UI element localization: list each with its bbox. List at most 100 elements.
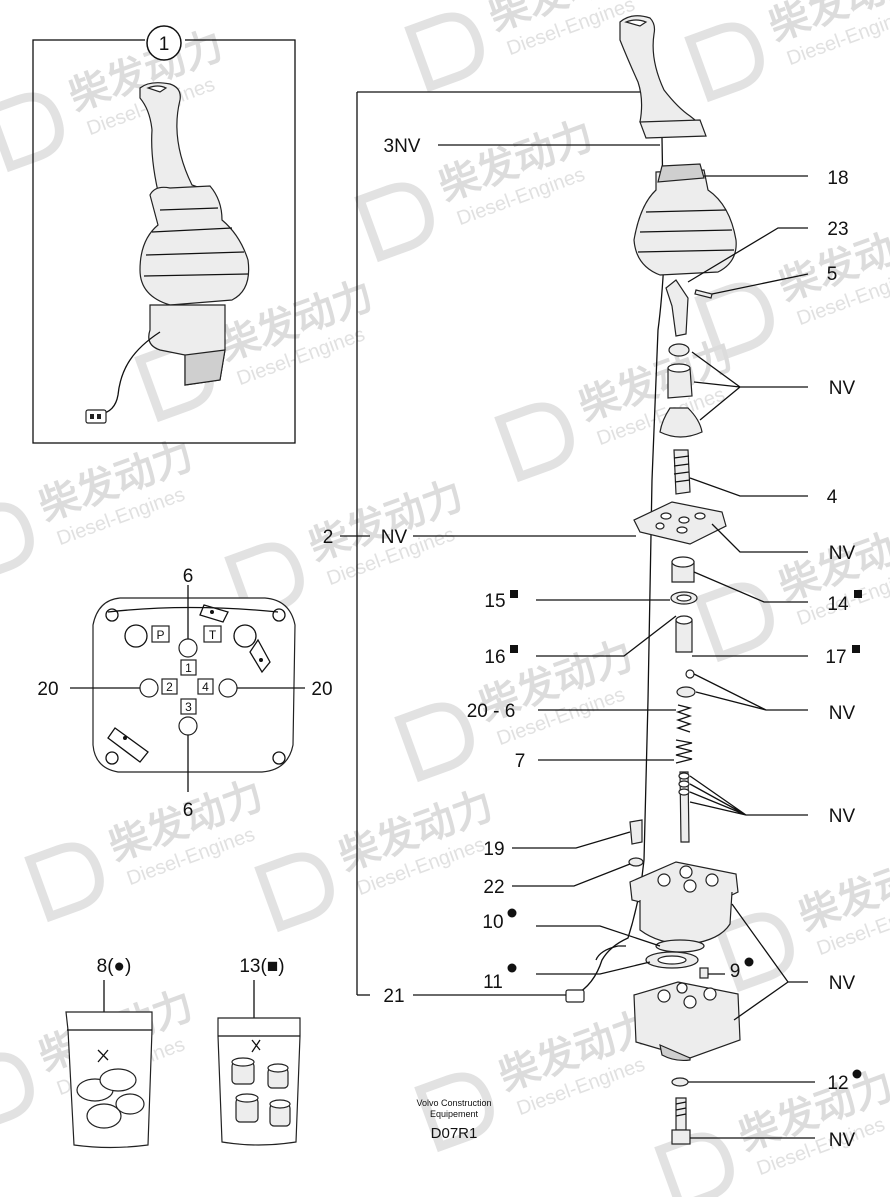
label-5: 5 xyxy=(827,264,838,285)
port-t-hole xyxy=(233,624,257,648)
valve-face-outline xyxy=(92,597,296,773)
label-nv-c: NV xyxy=(829,703,856,724)
dot-mark-icon xyxy=(852,1069,862,1079)
bag-8-label: 8(●) xyxy=(97,956,132,977)
watermark-logo-icon xyxy=(394,702,474,783)
label-12: 12 xyxy=(827,1073,848,1094)
watermark-logo-icon xyxy=(404,12,484,93)
square-mark-icon xyxy=(854,590,862,598)
label-21: 21 xyxy=(383,986,404,1007)
port-p-tag xyxy=(151,625,170,643)
handle-part xyxy=(619,15,707,139)
seal-ring-icon xyxy=(99,1068,137,1092)
watermark-logo-icon xyxy=(694,582,774,663)
callout-1-label: 1 xyxy=(159,34,170,55)
mounting-hole-icon xyxy=(272,751,286,765)
watermark-tile: 柴发动力 Diesel-Engines xyxy=(654,1063,890,1197)
washer-22-part xyxy=(628,857,644,867)
spring-20-6-part xyxy=(675,704,693,733)
watermark-tile: 柴发动力 Diesel-Engines xyxy=(494,333,739,483)
mounting-hole-icon xyxy=(105,751,119,765)
label-9: 9 xyxy=(730,961,741,982)
watermark-tile: 柴发动力 Diesel-Engines xyxy=(224,473,469,623)
watermark-logo-icon xyxy=(24,842,104,923)
label-15: 15 xyxy=(484,591,505,612)
label-4: 4 xyxy=(827,487,838,508)
spring-7-part xyxy=(675,739,693,764)
kit-bag-8: 8(●) xyxy=(65,956,153,1149)
cover-plate-part xyxy=(633,501,727,545)
kit-bag-13: 13(■) xyxy=(217,956,301,1146)
spring-seat-part xyxy=(676,686,696,698)
label-7: 7 xyxy=(515,751,526,772)
mounting-hole-icon xyxy=(105,608,119,622)
watermark-logo-icon xyxy=(494,402,574,483)
screw-19-part xyxy=(629,819,643,845)
maker-line-1: Volvo Construction xyxy=(416,1098,491,1108)
watermark-logo-icon xyxy=(714,912,794,993)
port-2-tag xyxy=(161,678,178,695)
label-10: 10 xyxy=(482,912,503,933)
port-3-tag xyxy=(180,698,197,715)
plunger-bracket-part xyxy=(665,279,689,337)
label-16: 16 xyxy=(484,647,505,668)
valve-bottom-label: 6 xyxy=(183,800,194,821)
lower-housing-part xyxy=(633,981,741,1062)
watermark-logo-icon xyxy=(254,852,334,933)
connector-plug-icon xyxy=(85,409,107,424)
watermark-logo-icon xyxy=(684,22,764,103)
valve-face-view: P T 1 2 4 3 6 6 20 20 xyxy=(37,566,332,821)
bag-13-label: 13(■) xyxy=(239,956,284,977)
label-22: 22 xyxy=(483,877,504,898)
label-nv-b: NV xyxy=(829,543,856,564)
dot-mark-icon xyxy=(507,963,517,973)
sleeve-17-part xyxy=(675,619,693,653)
seal-ring-icon xyxy=(86,1103,122,1129)
label-nv-e: NV xyxy=(829,973,856,994)
leader-lines xyxy=(413,144,815,1139)
port-1-tag xyxy=(180,659,197,676)
port-t-label: T xyxy=(209,628,217,642)
spring-pin-part xyxy=(694,289,713,299)
label-23: 23 xyxy=(827,219,848,240)
port-1-label: 1 xyxy=(185,661,192,675)
label-nv-f: NV xyxy=(829,1130,856,1151)
watermark-logo-icon xyxy=(224,542,304,623)
mounting-hole-icon xyxy=(272,608,286,622)
label-17: 17 xyxy=(825,647,846,668)
watermark-logo-icon xyxy=(414,1072,494,1153)
label-3nv: 3NV xyxy=(384,136,421,157)
watermark-logo-icon xyxy=(0,502,34,583)
port-1-hole xyxy=(178,638,198,658)
oring-12-part xyxy=(671,1077,689,1087)
drawing-code: D07R1 xyxy=(431,1125,478,1142)
watermark-logo-icon xyxy=(654,1132,734,1197)
square-mark-icon xyxy=(510,645,518,653)
watermark-tile: 柴发动力 Diesel-Engines xyxy=(684,0,890,103)
washer-part xyxy=(668,343,690,357)
label-20-6: 20 - 6 xyxy=(467,701,516,722)
handle-cable xyxy=(574,137,665,996)
fitting-set-icon xyxy=(231,1057,291,1127)
watermark-tile: 柴发动力 Diesel-Engines xyxy=(404,0,649,93)
watermark-logo-icon xyxy=(0,1052,34,1133)
dot-mark-icon xyxy=(507,908,517,918)
seal-10-part xyxy=(655,939,705,953)
label-nv-d: NV xyxy=(829,806,856,827)
port-3-hole xyxy=(178,716,198,736)
port-p-hole xyxy=(124,624,148,648)
part-labels: 3NV 18 23 5 NV 4 2 NV NV 15 14 16 17 20 … xyxy=(323,136,862,1151)
square-mark-icon xyxy=(852,645,860,653)
valve-left-label: 20 xyxy=(37,679,58,700)
label-nv-main: NV xyxy=(381,527,408,548)
port-4-tag xyxy=(197,678,214,695)
dot-mark-icon xyxy=(744,957,754,967)
label-11: 11 xyxy=(483,972,503,993)
port-2-hole xyxy=(139,678,159,698)
threaded-rod-part xyxy=(673,449,691,495)
label-18: 18 xyxy=(827,168,848,189)
assembled-joystick-panel: 1 xyxy=(32,25,296,444)
watermark-tile: 柴发动力 Diesel-Engines xyxy=(24,773,269,923)
port-2-label: 2 xyxy=(166,680,173,694)
